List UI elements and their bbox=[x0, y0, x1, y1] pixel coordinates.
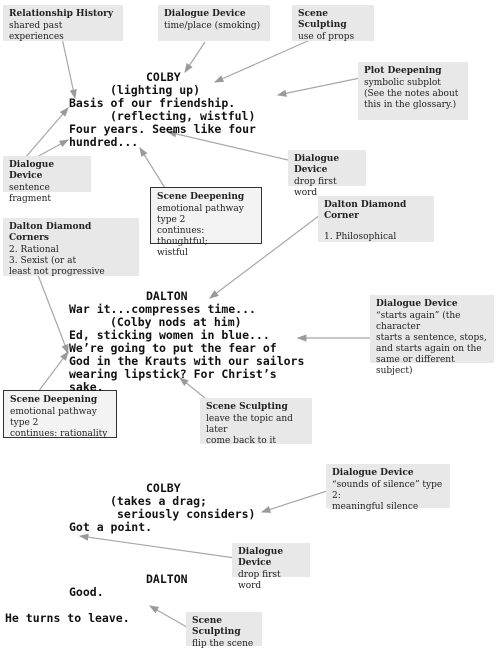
arrow-scene-deepening-1 bbox=[139, 146, 166, 189]
arrow-leave-topic bbox=[179, 377, 206, 399]
parenthetical: (lighting up) bbox=[110, 83, 201, 97]
dialogue-line: Basis of our friendship. bbox=[69, 96, 236, 110]
arrow-use-of-props bbox=[213, 39, 311, 83]
dialogue-line: Good. bbox=[69, 585, 104, 599]
arrow-sounds-of-silence bbox=[260, 489, 331, 513]
note-drop-first-word-2: Dialogue Device drop first word bbox=[232, 543, 310, 591]
arrow-dialogue-time-place bbox=[184, 41, 206, 73]
arrow-flip-the-scene bbox=[148, 605, 193, 631]
note-sentence-fragment: Dialogue Device sentence fragment bbox=[3, 156, 91, 204]
dialogue-line: Got a point. bbox=[69, 520, 153, 534]
note-sounds-of-silence: Dialogue Device “sounds of silence” type… bbox=[326, 464, 450, 512]
note-dalton-diamond-corners: Dalton Diamond Corners 2. Rational 3. Se… bbox=[3, 218, 139, 277]
note-drop-first-word-1: Dialogue Device drop first word bbox=[288, 150, 366, 198]
note-starts-again: Dialogue Device “starts again” (the char… bbox=[370, 295, 494, 376]
dialogue-line: wearing lipstick? For Christ’s bbox=[69, 367, 277, 381]
dialogue-line: hundred... bbox=[69, 135, 139, 149]
arrow-dalton-corners bbox=[37, 274, 69, 355]
note-flip-the-scene: Scene Sculpting flip the scene bbox=[186, 612, 262, 649]
character-name-colby: COLBY bbox=[146, 70, 181, 84]
parenthetical: (reflecting, wistful) bbox=[110, 109, 256, 123]
note-scene-deepening-1: Scene Deepening emotional pathway type 2… bbox=[150, 187, 262, 258]
arrow-scene-deepening-2 bbox=[37, 351, 69, 393]
character-name-colby: COLBY bbox=[146, 481, 181, 495]
character-name-dalton: DALTON bbox=[146, 572, 188, 586]
arrow-dalton-corner bbox=[209, 214, 321, 299]
note-use-of-props: Scene Sculpting use of props bbox=[292, 5, 374, 42]
note-scene-deepening-2: Scene Deepening emotional pathway type 2… bbox=[3, 390, 117, 439]
note-plot-deepening: Plot Deepening symbolic subplot (See the… bbox=[358, 62, 468, 120]
arrow-drop-first-word-1 bbox=[166, 130, 289, 161]
dialogue-line: We’re going to put the fear of bbox=[69, 341, 277, 355]
note-dialogue-time-place: Dialogue Device time/place (smoking) bbox=[158, 5, 270, 41]
dialogue-line: War it...compresses time... bbox=[69, 302, 256, 316]
note-leave-topic: Scene Sculpting leave the topic and late… bbox=[200, 398, 312, 446]
arrow-sentence-fragment-2 bbox=[34, 139, 70, 159]
arrow-relationship-history bbox=[61, 37, 77, 100]
note-relationship-history: Relationship History shared past experie… bbox=[3, 5, 123, 42]
dialogue-line: Ed, sticking women in blue... bbox=[69, 328, 270, 342]
character-name-dalton: DALTON bbox=[146, 289, 188, 303]
arrow-sentence-fragment-1 bbox=[24, 107, 69, 159]
arrow-drop-first-word-2 bbox=[78, 533, 236, 559]
action-line: He turns to leave. bbox=[5, 611, 130, 625]
note-dalton-diamond-corner: Dalton Diamond Corner 1. Philosophical bbox=[318, 196, 434, 242]
parenthetical: seriously considers) bbox=[117, 507, 256, 521]
parenthetical: (Colby nods at him) bbox=[110, 315, 242, 329]
parenthetical: (takes a drag; bbox=[110, 494, 207, 508]
dialogue-line: God in the Krauts with our sailors bbox=[69, 354, 305, 368]
dialogue-line: sake. bbox=[69, 380, 104, 394]
dialogue-line: Four years. Seems like four bbox=[69, 122, 256, 136]
arrow-plot-deepening bbox=[276, 77, 361, 97]
